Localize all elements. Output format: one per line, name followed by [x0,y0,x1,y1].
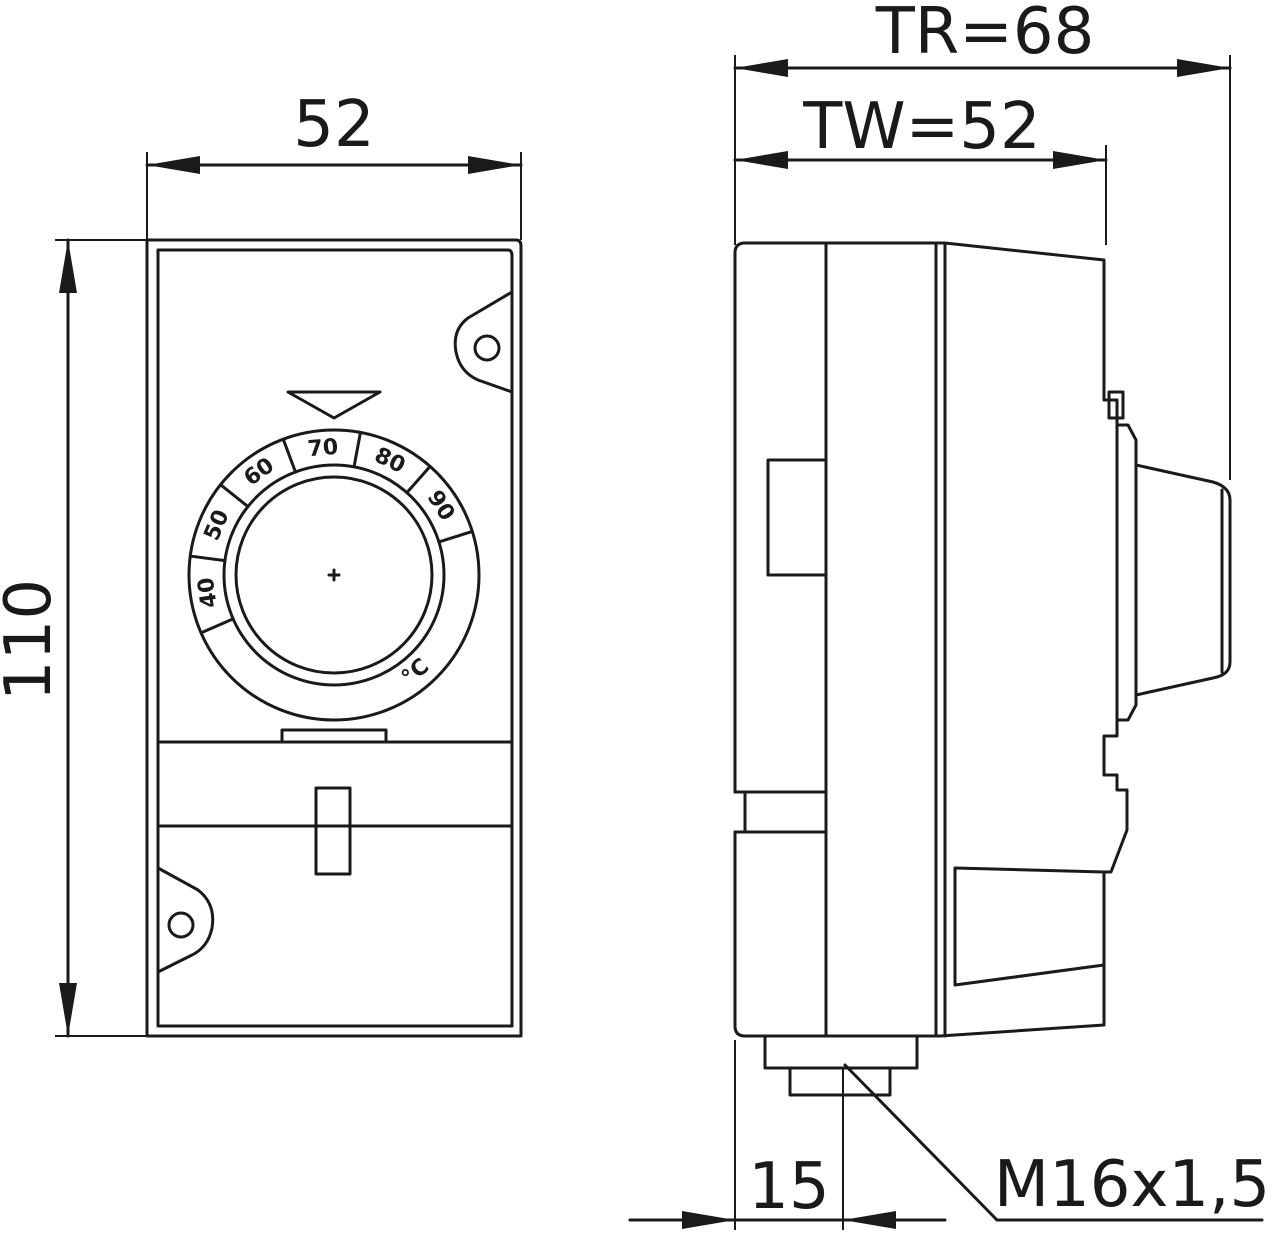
tr-dimension: TR=68 [733,0,1232,480]
dial-indicator-triangle [286,390,382,420]
front-width-dimension: 52 [145,88,523,240]
side-knob [1107,390,1232,722]
dial-outer-ring [187,428,481,722]
front-height-dimension: 110 [0,238,150,1038]
front-clamp-band [156,740,514,828]
thread-collar [763,1034,919,1070]
dial-label-40: 40 [194,576,223,610]
front-housing-outline [145,238,523,1038]
dial-tick [188,554,227,563]
dial-tick [219,483,250,509]
front-top-lug [453,290,514,394]
tw-label: TW=52 [802,90,1040,164]
dial-tick [199,617,235,635]
dial-ticks [188,430,474,635]
dial-inner-ring [222,463,446,687]
tw-dimension: TW=52 [733,90,1108,245]
front-bottom-lug [156,866,215,974]
dial-center-mark [327,568,341,582]
thread-leader: M16x1,5 [843,1063,1270,1222]
dial-knob [234,475,434,675]
dial-tick [405,464,432,495]
offset-label: 15 [748,1150,829,1224]
front-top-lug-hole [473,334,501,362]
side-lower-block [953,866,1106,987]
side-housing-outline [733,241,1129,1038]
front-slot-tab [280,728,388,744]
thread-label: M16x1,5 [994,1148,1270,1222]
side-view: TR=68 TW=52 [628,0,1270,1230]
dial-label-70: 70 [307,435,340,463]
tr-label: TR=68 [875,0,1095,69]
front-latch [314,786,352,876]
side-latch [766,458,828,577]
front-bottom-lug-hole [167,911,195,939]
dial-tick [352,430,362,469]
dial-tick [281,437,297,474]
front-width-label: 52 [293,88,374,162]
offset-dimension: 15 [628,1040,947,1230]
front-height-label: 110 [0,579,66,701]
dial-tick [437,529,474,544]
thread-stub [788,1066,892,1097]
